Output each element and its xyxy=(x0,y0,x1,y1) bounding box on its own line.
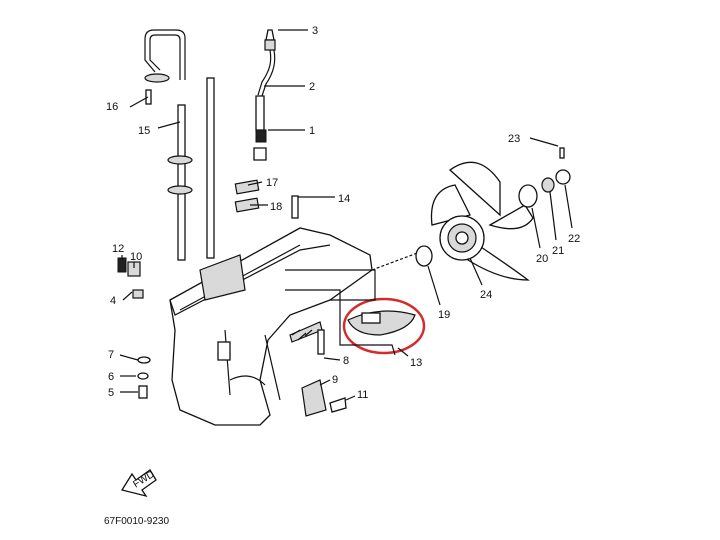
callout-label: 24 xyxy=(480,289,492,301)
callout-label: 4 xyxy=(110,295,116,307)
callout-label: 10 xyxy=(130,251,142,263)
callout-label: 1 xyxy=(309,125,315,137)
callout-label: 8 xyxy=(343,355,349,367)
trim-tab-anode xyxy=(347,310,416,336)
callout-label: 21 xyxy=(552,245,564,257)
callout-label: 23 xyxy=(508,133,520,145)
shift-rods xyxy=(144,29,215,261)
highlight-circle xyxy=(342,297,426,355)
callout-label: 14 xyxy=(338,193,350,205)
callout-label: 11 xyxy=(357,389,368,401)
propeller-assembly xyxy=(415,147,571,281)
callout-label: 3 xyxy=(312,25,318,37)
hose-clips xyxy=(144,73,193,195)
callout-label: 12 xyxy=(112,243,124,255)
callout-label: 9 xyxy=(332,374,338,386)
callout-label: 16 xyxy=(106,101,118,113)
left-small-parts xyxy=(117,179,347,417)
guide-lines xyxy=(285,251,421,356)
callout-label: 19 xyxy=(438,309,450,321)
lower-casing xyxy=(169,227,373,426)
callout-label: 6 xyxy=(108,371,114,383)
callout-label: 13 xyxy=(410,357,422,369)
callout-label: 15 xyxy=(138,125,150,137)
callout-label: 5 xyxy=(108,387,114,399)
callout-label: 20 xyxy=(536,253,548,265)
callout-label: 17 xyxy=(266,177,278,189)
callout-label: 18 xyxy=(270,201,282,213)
water-pipe-assembly xyxy=(253,29,276,161)
callout-label: 22 xyxy=(568,233,580,245)
part-number: 67F0010-9230 xyxy=(104,516,169,527)
callout-labels: 3 2 1 16 15 17 18 14 12 10 4 7 6 5 8 9 1… xyxy=(106,25,580,401)
callout-label: 2 xyxy=(309,81,315,93)
fwd-arrow: FWD xyxy=(120,469,157,498)
callout-label: 7 xyxy=(108,349,114,361)
leader-lines xyxy=(119,29,573,401)
